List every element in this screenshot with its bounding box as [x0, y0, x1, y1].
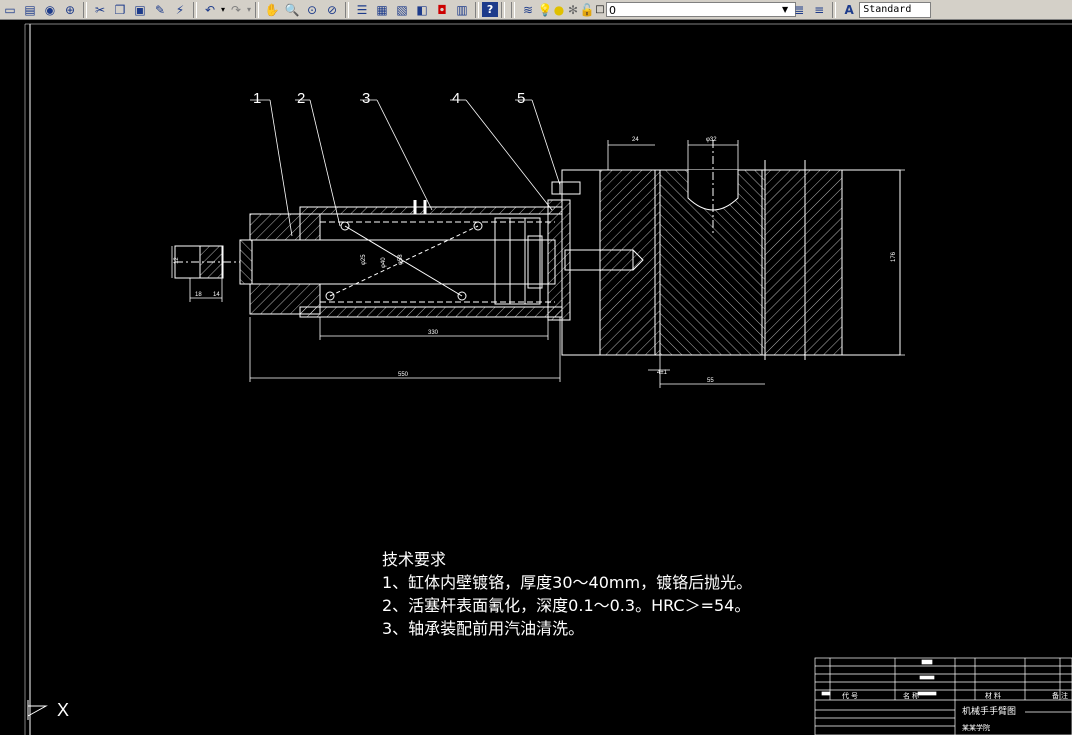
balloon-5: 5 [517, 90, 525, 107]
design-center-icon[interactable]: ▦ [376, 2, 388, 17]
dim-rod-18: 18 [195, 292, 202, 298]
balloon-1: 1 [253, 90, 261, 107]
toolbar-separator [193, 1, 197, 18]
calculator-icon[interactable]: ▥ [456, 2, 468, 17]
dim-bore-a: φ25 [361, 254, 367, 265]
balloon-4: 4 [452, 90, 460, 107]
copy-icon[interactable]: ❐ [114, 2, 126, 17]
match-properties-icon[interactable]: ⚡ [175, 2, 185, 17]
markup-icon[interactable]: ◘ [437, 2, 447, 17]
layer-name-field[interactable]: 0 [606, 2, 797, 17]
spring-section [340, 221, 350, 231]
standard-toolbar: ▭ ▤ ◉ ⊕ ✂ ❐ ▣ ✎ ⚡ ↶ ▾ ↷ ▾ ✋ 🔍 ⊙ ⊘ ☰ ▦ ▧ … [0, 0, 1072, 20]
layer-dropdown-icon[interactable]: ▼ [782, 5, 789, 14]
dim-176: 176 [891, 251, 897, 262]
cut-icon[interactable]: ✂ [94, 2, 106, 17]
tech-req-item: 2、活塞杆表面氰化，深度0.1～0.3。HRC＞=54。 [382, 596, 751, 615]
toolbar-separator [345, 1, 350, 18]
plot-icon[interactable]: ⊕ [64, 2, 76, 17]
toolbar-separator [511, 1, 516, 18]
color-swatch-icon: □ [595, 3, 605, 15]
ucs-icon: X [27, 700, 69, 720]
dim-rod-12: 12 [174, 257, 180, 264]
dim-bore-b: φ40 [381, 257, 387, 268]
tech-req-item: 1、缸体内壁镀铬，厚度30～40mm，镀铬后抛光。 [382, 573, 753, 592]
help-icon[interactable]: ? [482, 2, 499, 17]
tool-palette-icon[interactable]: ▧ [396, 2, 408, 17]
layer-previous-icon[interactable]: ≡ [814, 2, 825, 17]
zoom-previous-icon[interactable]: ⊘ [327, 2, 338, 17]
dim-rod-14: 14 [213, 292, 220, 298]
redo-icon[interactable]: ↷ [230, 2, 242, 17]
dim-phi32: φ32 [706, 137, 717, 143]
dimension-lines [171, 99, 905, 388]
bolt [551, 181, 581, 195]
title-block-text: 代 号 材 料 备 注 名 称 机械手手臂图 某某学院 [842, 691, 1068, 732]
open-icon[interactable]: ▤ [24, 2, 36, 17]
cylinder-assembly [174, 140, 901, 360]
zoom-window-icon[interactable]: ⊙ [307, 2, 318, 17]
drawing-canvas[interactable]: 1 2 3 4 5 550 330 4±1 55 24 φ32 176 12 1… [0, 20, 1072, 735]
drawing-name: 机械手手臂图 [962, 705, 1016, 716]
title-block [814, 657, 1072, 735]
title-col-name: 名 称 [903, 691, 919, 700]
make-current-icon[interactable]: ≣ [794, 2, 805, 17]
toolbar-separator [832, 1, 837, 18]
undo-icon[interactable]: ↶ [204, 2, 216, 17]
dim-small: 4±1 [657, 370, 668, 376]
technical-requirements: 技术要求 1、缸体内壁镀铬，厚度30～40mm，镀铬后抛光。 2、活塞杆表面氰化… [382, 548, 752, 640]
toolbar-separator [475, 1, 480, 18]
dimension-texts: 550 330 4±1 55 24 φ32 176 12 18 14 φ25 φ… [174, 137, 897, 384]
piston [494, 217, 541, 305]
dim-24: 24 [632, 137, 639, 143]
title-col-remark: 备 注 [1052, 691, 1068, 700]
zoom-realtime-icon[interactable]: 🔍 [284, 2, 300, 17]
save-icon[interactable]: ◉ [44, 2, 56, 17]
text-style-field[interactable]: Standard [859, 1, 932, 18]
drawing-border [24, 23, 1072, 735]
tech-req-item: 3、轴承装配前用汽油清洗。 [382, 619, 585, 638]
freeze-icon[interactable]: ✻ [568, 2, 579, 17]
text-style-icon[interactable]: A [844, 2, 854, 17]
layer-manager-icon[interactable]: ≋ [523, 2, 534, 17]
brush-icon[interactable]: ✎ [154, 2, 166, 17]
toolbar-separator [501, 1, 506, 18]
title-col-code: 代 号 [842, 691, 858, 700]
properties-icon[interactable]: ☰ [356, 2, 368, 17]
toolbar-separator [255, 1, 260, 18]
balloon-3: 3 [362, 90, 370, 107]
dim-bore-c: φ58 [398, 254, 404, 265]
lock-icon[interactable]: 🔓 [579, 2, 595, 17]
redo-dropdown-icon[interactable]: ▾ [247, 5, 252, 14]
balloon-2: 2 [297, 90, 305, 107]
pan-icon[interactable]: ✋ [264, 2, 280, 17]
title-col-material: 材 料 [985, 691, 1001, 700]
lightbulb-icon[interactable]: 💡 [537, 2, 553, 17]
new-icon[interactable]: ▭ [4, 2, 16, 17]
toolbar-separator [83, 1, 87, 18]
dim-550: 550 [398, 372, 409, 378]
sun-icon[interactable]: ● [553, 2, 565, 17]
layer-control[interactable]: 💡 ● ✻ 🔓 □ 0 ▼ [537, 1, 797, 18]
part-balloons: 1 2 3 4 5 [253, 90, 525, 107]
ucs-x-label: X [57, 700, 69, 720]
tech-req-title: 技术要求 [382, 550, 447, 569]
dim-330: 330 [428, 330, 439, 336]
dim-55: 55 [707, 378, 714, 384]
paste-icon[interactable]: ▣ [134, 2, 146, 17]
undo-dropdown-icon[interactable]: ▾ [221, 5, 226, 14]
school-name: 某某学院 [962, 723, 990, 732]
sheetset-icon[interactable]: ◧ [416, 2, 428, 17]
